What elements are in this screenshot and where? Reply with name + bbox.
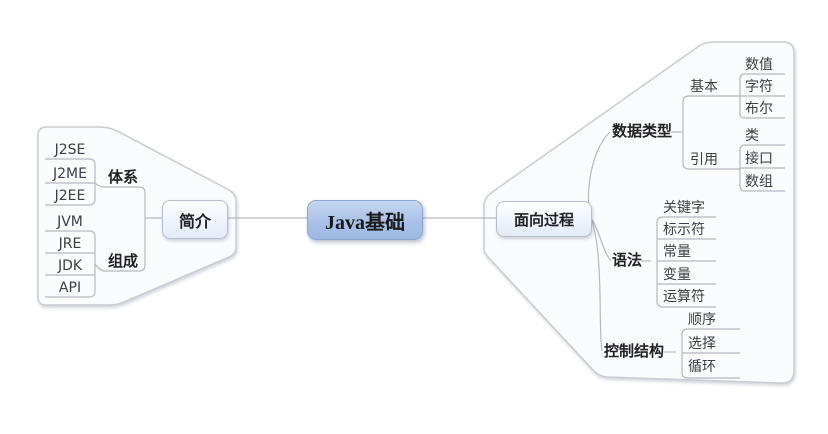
topic-numeric[interactable]: 数值 xyxy=(745,58,773,73)
topic-char[interactable]: 字符 xyxy=(745,80,773,95)
topic-basic[interactable]: 基本 xyxy=(690,80,718,95)
topic-loop[interactable]: 循环 xyxy=(688,360,716,375)
topic-api[interactable]: API xyxy=(58,280,82,296)
topic-constant[interactable]: 常量 xyxy=(663,245,691,260)
bracket-intro-children xyxy=(104,186,162,272)
bracket-datatypes-children xyxy=(682,95,740,170)
topic-j2se[interactable]: J2SE xyxy=(54,142,86,158)
edge-procedural-syntax xyxy=(590,217,612,262)
topic-interface[interactable]: 接口 xyxy=(745,152,773,167)
topic-identifier[interactable]: 标示符 xyxy=(663,223,705,238)
branch-topic-procedural[interactable]: 面向过程 xyxy=(496,201,592,237)
branch-topic-intro[interactable]: 简介 xyxy=(162,200,228,239)
left-group-boundary xyxy=(37,126,237,306)
topic-selection[interactable]: 选择 xyxy=(688,337,716,352)
topic-tixi[interactable]: 体系 xyxy=(107,170,138,186)
bracket-reference-children xyxy=(739,144,785,192)
topic-jre[interactable]: JRE xyxy=(58,236,82,252)
root-topic-java-basics[interactable]: Java基础 xyxy=(307,200,423,240)
bracket-syntax-children xyxy=(656,216,716,308)
topic-keyword[interactable]: 关键字 xyxy=(663,201,705,216)
topic-boolean[interactable]: 布尔 xyxy=(745,102,773,117)
topic-class[interactable]: 类 xyxy=(745,129,759,144)
branch-intro-label: 简介 xyxy=(178,213,211,231)
topic-array[interactable]: 数组 xyxy=(745,175,773,190)
topic-jdk[interactable]: JDK xyxy=(57,258,83,274)
topic-j2ee[interactable]: J2EE xyxy=(54,188,86,204)
topic-syntax[interactable]: 语法 xyxy=(612,253,643,269)
topic-zucheng[interactable]: 组成 xyxy=(107,254,138,270)
topic-control[interactable]: 控制结构 xyxy=(604,344,665,360)
topic-jvm[interactable]: JVM xyxy=(57,214,83,230)
topic-variable[interactable]: 变量 xyxy=(663,268,691,283)
bracket-tixi-children xyxy=(45,158,105,206)
topic-datatypes[interactable]: 数据类型 xyxy=(612,124,673,140)
right-group-boundary xyxy=(483,41,795,384)
topic-j2me[interactable]: J2ME xyxy=(53,166,87,182)
root-topic-label: Java基础 xyxy=(325,211,405,234)
bracket-control-children xyxy=(681,328,740,379)
topic-operator[interactable]: 运算符 xyxy=(663,290,705,305)
topic-sequence[interactable]: 顺序 xyxy=(688,313,716,328)
branch-procedural-label: 面向过程 xyxy=(513,212,574,229)
topic-reference[interactable]: 引用 xyxy=(690,153,718,168)
edge-procedural-control xyxy=(590,217,603,352)
bracket-zucheng-children xyxy=(45,230,105,298)
bracket-basic-children xyxy=(739,73,785,119)
